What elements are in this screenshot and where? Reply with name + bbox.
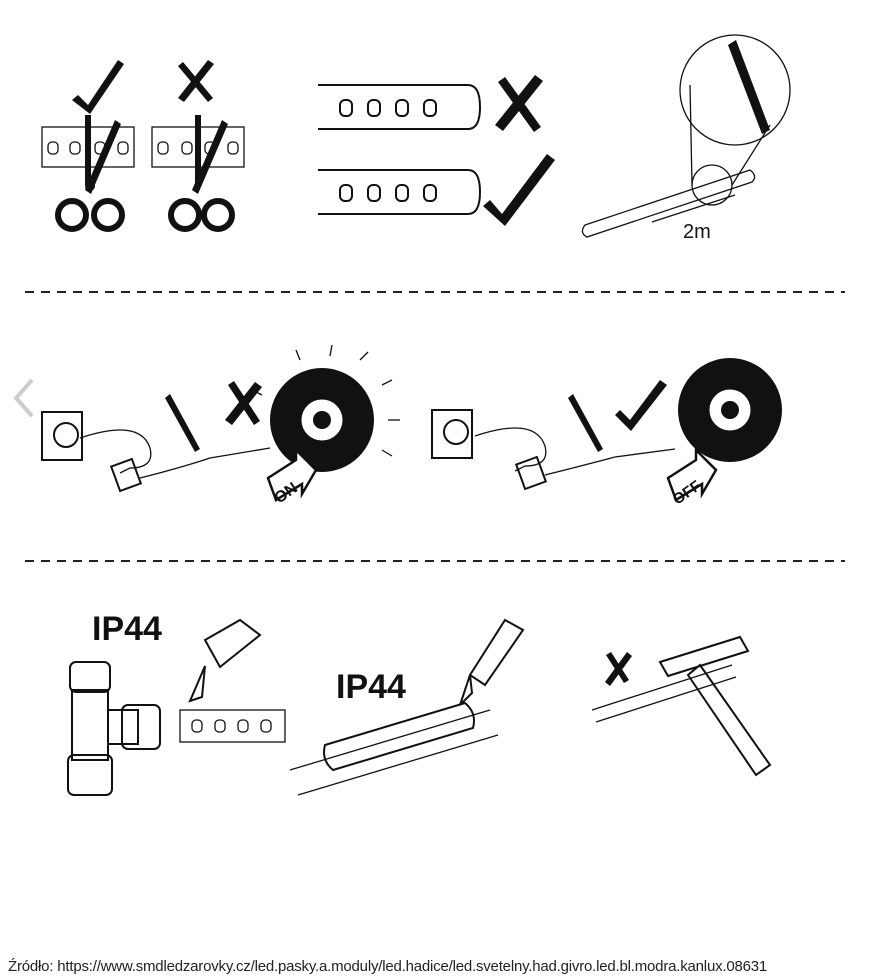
ip-rating-label: IP44 [92,610,162,648]
source-caption: Źródło: https://www.smdledzarovky.cz/led… [8,958,768,975]
joint-seal-illustration [289,618,525,796]
power-off-correct-illustration: OFF [431,358,782,508]
check-icon [483,154,555,226]
previous-image-button[interactable] [10,376,40,420]
check-icon [72,60,124,114]
strip-end-illustration [318,75,555,226]
cross-icon [605,652,632,686]
cross-icon [495,75,543,132]
ip-rating-label: IP44 [336,668,406,706]
length-label: 2m [683,221,711,243]
cut-correct-illustration [41,60,135,232]
cross-icon [178,60,214,102]
check-icon [615,380,667,431]
t-connector-illustration [67,618,286,796]
cut-wrong-illustration [151,60,245,232]
cross-icon [225,381,262,425]
chevron-left-icon [13,378,34,418]
cut-every-2m-illustration: 2m [581,34,791,243]
no-hammer-illustration [591,635,772,777]
power-on-wrong-illustration: ON [41,344,400,507]
